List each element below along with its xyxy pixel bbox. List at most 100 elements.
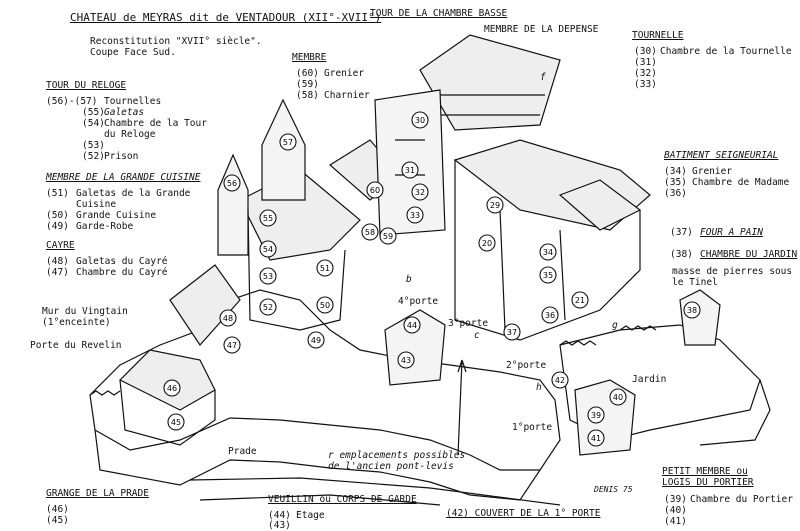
legend-item-label: Charnier xyxy=(324,90,370,101)
tower-57 xyxy=(261,98,306,201)
legend-item-label: Galetas de la Grande Cuisine xyxy=(76,188,191,210)
masse-label: masse de pierres sous le Tinel xyxy=(672,266,793,288)
marker-45: 45 xyxy=(167,413,185,431)
building-body-left xyxy=(247,209,346,331)
marker-label: 30 xyxy=(415,116,425,125)
marker-34: 34 xyxy=(539,243,557,261)
marker-39: 39 xyxy=(587,406,605,424)
marker-label: 35 xyxy=(543,271,553,280)
marker-label: 58 xyxy=(365,228,375,237)
letter-h: h xyxy=(536,382,542,393)
marker-59: 59 xyxy=(379,227,397,245)
tower-56 xyxy=(217,153,249,256)
legend-item: (36) xyxy=(664,188,687,199)
legend-item: (40) xyxy=(664,505,687,516)
roof-cayre xyxy=(169,264,241,346)
legend-item: (44) xyxy=(268,510,291,521)
legend-item-label: Grenier xyxy=(692,166,733,177)
legend-item: (35) xyxy=(664,177,687,188)
roof-depense xyxy=(419,34,561,131)
artist-signature: DENIS 75 xyxy=(594,485,633,494)
page-title: CHATEAU de MEYRAS dit de VENTADOUR (XII°… xyxy=(70,11,382,24)
marker-44: 44 xyxy=(403,316,421,334)
jardin-chambre-label: CHAMBRE DU JARDIN xyxy=(700,249,798,260)
veuillin xyxy=(384,309,446,386)
marker-55: 55 xyxy=(259,209,277,227)
jardin-label: Jardin xyxy=(632,374,667,385)
porte-1-label: 1°porte xyxy=(512,422,553,433)
legend-item: (58) xyxy=(296,90,319,101)
legend-item: (47) xyxy=(46,267,69,278)
outer-wall xyxy=(89,289,561,471)
marker-label: 37 xyxy=(507,328,517,337)
letter-f: f xyxy=(540,72,546,83)
marker-60: 60 xyxy=(366,181,384,199)
marker-20: 20 xyxy=(478,234,496,252)
legend-item-label: Grande Cuisine xyxy=(76,210,157,221)
tour-reloge-title: TOUR DU RELOGE xyxy=(46,80,127,91)
seigneurial-title: BATIMENT SEIGNEURIAL xyxy=(664,150,779,161)
legend-item: (60) xyxy=(296,68,319,79)
coupe-note: Coupe Face Sud. xyxy=(90,47,176,58)
marker-label: 39 xyxy=(591,411,601,420)
marker-label: 56 xyxy=(227,179,237,188)
membre-title: MEMBRE xyxy=(292,52,327,63)
legend-item: (49) xyxy=(46,221,69,232)
porte-3-label: 3°porte xyxy=(448,318,489,329)
marker-label: 59 xyxy=(383,232,393,241)
marker-36: 36 xyxy=(541,306,559,324)
marker-label: 54 xyxy=(263,245,273,254)
marker-37: 37 xyxy=(503,323,521,341)
marker-56: 56 xyxy=(223,174,241,192)
marker-label: 42 xyxy=(555,376,565,385)
revelin-label: Porte du Revelin xyxy=(30,340,122,351)
marker-51: 51 xyxy=(316,259,334,277)
chambre-basse-title: TOUR DE LA CHAMBRE BASSE xyxy=(370,8,508,19)
marker-label: 52 xyxy=(263,303,273,312)
letter-g: g xyxy=(612,320,618,331)
legend-item-label: Chambre de Madame xyxy=(692,177,790,188)
veuillin-title: VEUILLIN ou CORPS DE GARDE xyxy=(268,494,417,505)
vingtain-label: Mur du Vingtain (1°enceinte) xyxy=(42,306,128,328)
legend-item: (46) xyxy=(46,504,69,515)
legend-item: (45) xyxy=(46,515,69,526)
marker-31: 31 xyxy=(401,161,419,179)
marker-53: 53 xyxy=(259,267,277,285)
portier-tower xyxy=(574,379,636,456)
legend-item: (48) xyxy=(46,256,69,267)
legend-item: (30) xyxy=(634,46,657,57)
marker-48: 48 xyxy=(219,309,237,327)
marker-label: 44 xyxy=(407,321,417,330)
marker-label: 40 xyxy=(613,393,623,402)
legend-item: (53) xyxy=(82,140,105,151)
marker-43: 43 xyxy=(397,351,415,369)
legend-item-label: Tournelles xyxy=(104,96,162,107)
marker-label: 20 xyxy=(482,239,492,248)
marker-label: 38 xyxy=(687,306,697,315)
legend-item: (50) xyxy=(46,210,69,221)
pont-levis-arrow xyxy=(457,359,467,456)
marker-42: 42 xyxy=(551,371,569,389)
letter-b: b xyxy=(406,274,412,285)
marker-54: 54 xyxy=(259,240,277,258)
porte-4-label: 4°porte xyxy=(398,296,439,307)
marker-label: 21 xyxy=(575,296,585,305)
marker-21: 21 xyxy=(571,291,589,309)
legend-item: (41) xyxy=(664,516,687,527)
grange-roof xyxy=(118,349,216,411)
marker-46: 46 xyxy=(163,379,181,397)
marker-label: 50 xyxy=(320,301,330,310)
legend-item-label: Chambre du Portier xyxy=(690,494,793,505)
legend-item: (51) xyxy=(46,188,69,199)
marker-40: 40 xyxy=(609,388,627,406)
marker-label: 45 xyxy=(171,418,181,427)
marker-32: 32 xyxy=(411,183,429,201)
marker-41: 41 xyxy=(587,429,605,447)
legend-item-label: Chambre de la Tour du Reloge xyxy=(104,118,207,140)
depense-title: MEMBRE DE LA DEPENSE xyxy=(484,24,599,35)
marker-47: 47 xyxy=(223,336,241,354)
legend-item: (39) xyxy=(664,494,687,505)
legend-item: (33) xyxy=(634,79,657,90)
approach-path xyxy=(189,477,561,506)
